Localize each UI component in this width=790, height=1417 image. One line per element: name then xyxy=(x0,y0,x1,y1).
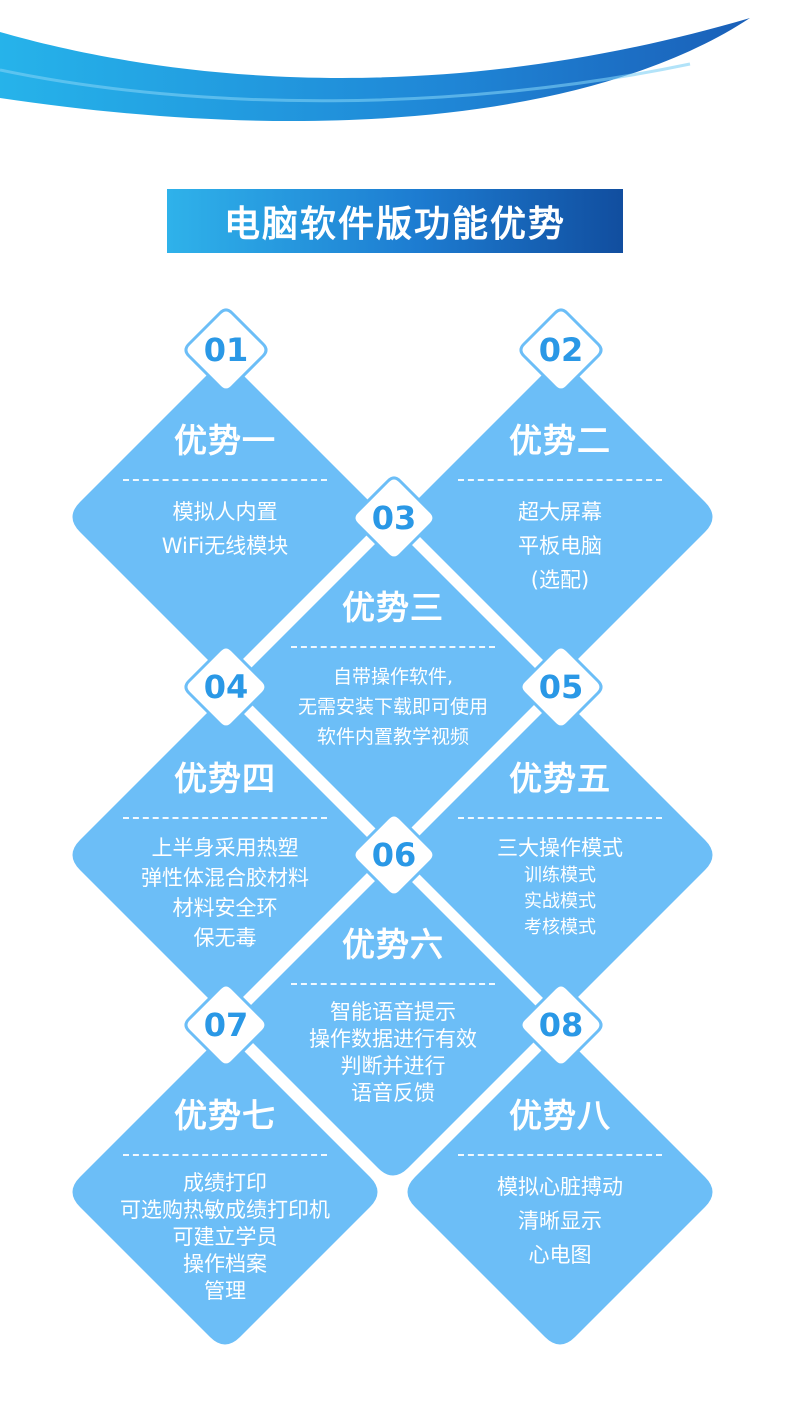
badge-number: 06 xyxy=(371,836,417,874)
advantage-line: 语音反馈 xyxy=(351,1081,435,1105)
advantage-card-8: 优势八 模拟心脏搏动 清晰显示 心电图 xyxy=(400,1032,720,1352)
advantage-card-6: 优势六 智能语音提示 操作数据进行有效 判断并进行 语音反馈 xyxy=(233,863,553,1183)
advantage-heading: 优势二 xyxy=(509,421,611,460)
number-badge-02: 02 xyxy=(516,305,606,395)
dashed-divider xyxy=(458,817,662,819)
number-badge-04: 04 xyxy=(181,642,271,732)
dashed-divider xyxy=(123,817,327,819)
header-wave-decoration xyxy=(0,18,750,122)
advantage-heading: 优势六 xyxy=(342,925,444,964)
badge-diamond-shape xyxy=(352,813,436,897)
card-diamond-shape xyxy=(72,1039,378,1345)
advantage-heading: 优势一 xyxy=(174,421,276,460)
badge-diamond-shape xyxy=(519,308,603,392)
badge-number: 08 xyxy=(538,1006,584,1044)
advantage-heading: 优势三 xyxy=(342,588,444,627)
advantage-subline: 考核模式 xyxy=(524,917,596,938)
advantage-line: 模拟人内置 xyxy=(172,500,278,524)
advantage-line: 判断并进行 xyxy=(340,1054,446,1078)
advantage-line: 管理 xyxy=(204,1279,246,1303)
advantage-subline: 训练模式 xyxy=(524,865,596,886)
advantage-line: 操作档案 xyxy=(183,1252,267,1276)
advantage-line: 可选购热敏成绩打印机 xyxy=(120,1198,330,1222)
advantage-line: 无需安装下载即可使用 xyxy=(297,696,488,718)
advantage-line: 模拟心脏搏动 xyxy=(497,1175,623,1199)
dashed-divider xyxy=(123,1154,327,1156)
badge-number: 04 xyxy=(203,668,249,706)
advantage-heading: 优势七 xyxy=(174,1096,276,1135)
dashed-divider xyxy=(291,983,495,985)
badge-number: 03 xyxy=(371,499,417,537)
number-badge-03: 03 xyxy=(349,473,439,563)
advantage-card-3: 优势三 自带操作软件, 无需安装下载即可使用 软件内置教学视频 xyxy=(233,526,553,846)
badge-diamond-shape xyxy=(352,476,436,560)
advantage-line: 软件内置教学视频 xyxy=(316,726,469,748)
badge-number: 01 xyxy=(203,331,249,369)
page-title: 电脑软件版功能优势 xyxy=(167,189,623,253)
advantage-subline: 实战模式 xyxy=(524,891,596,912)
advantage-line: 操作数据进行有效 xyxy=(309,1027,477,1051)
card-diamond-shape xyxy=(407,1039,713,1345)
advantage-line: 可建立学员 xyxy=(172,1225,278,1249)
advantage-line: 心电图 xyxy=(528,1243,592,1267)
number-badge-05: 05 xyxy=(516,642,606,732)
advantage-line: 弹性体混合胶材料 xyxy=(141,866,309,890)
advantage-line: 自带操作软件, xyxy=(332,666,454,688)
dashed-divider xyxy=(458,1154,662,1156)
advantage-card-7: 优势七 成绩打印 可选购热敏成绩打印机 可建立学员 操作档案 管理 xyxy=(65,1032,385,1352)
dashed-divider xyxy=(291,646,495,648)
number-badge-06: 06 xyxy=(349,810,439,900)
badge-diamond-shape xyxy=(519,983,603,1067)
number-badge-01: 01 xyxy=(181,305,271,395)
number-badge-07: 07 xyxy=(181,980,271,1070)
number-badge-08: 08 xyxy=(516,980,606,1070)
badge-number: 05 xyxy=(538,668,584,706)
advantage-line: (选配) xyxy=(530,568,590,592)
badge-number: 07 xyxy=(203,1006,249,1044)
badge-diamond-shape xyxy=(519,645,603,729)
badge-diamond-shape xyxy=(184,308,268,392)
advantage-line: 保无毒 xyxy=(193,926,257,950)
advantage-heading: 优势八 xyxy=(509,1096,611,1135)
dashed-divider xyxy=(123,479,327,481)
badge-diamond-shape xyxy=(184,983,268,1067)
advantage-line: 上半身采用热塑 xyxy=(151,836,299,860)
badge-number: 02 xyxy=(538,331,584,369)
dashed-divider xyxy=(458,479,662,481)
advantage-line: 智能语音提示 xyxy=(330,1000,456,1024)
badge-diamond-shape xyxy=(184,645,268,729)
advantage-line: 成绩打印 xyxy=(183,1171,267,1195)
advantage-line: 清晰显示 xyxy=(518,1209,602,1233)
advantage-line: 三大操作模式 xyxy=(497,836,623,860)
advantage-line: 超大屏幕 xyxy=(518,500,602,524)
